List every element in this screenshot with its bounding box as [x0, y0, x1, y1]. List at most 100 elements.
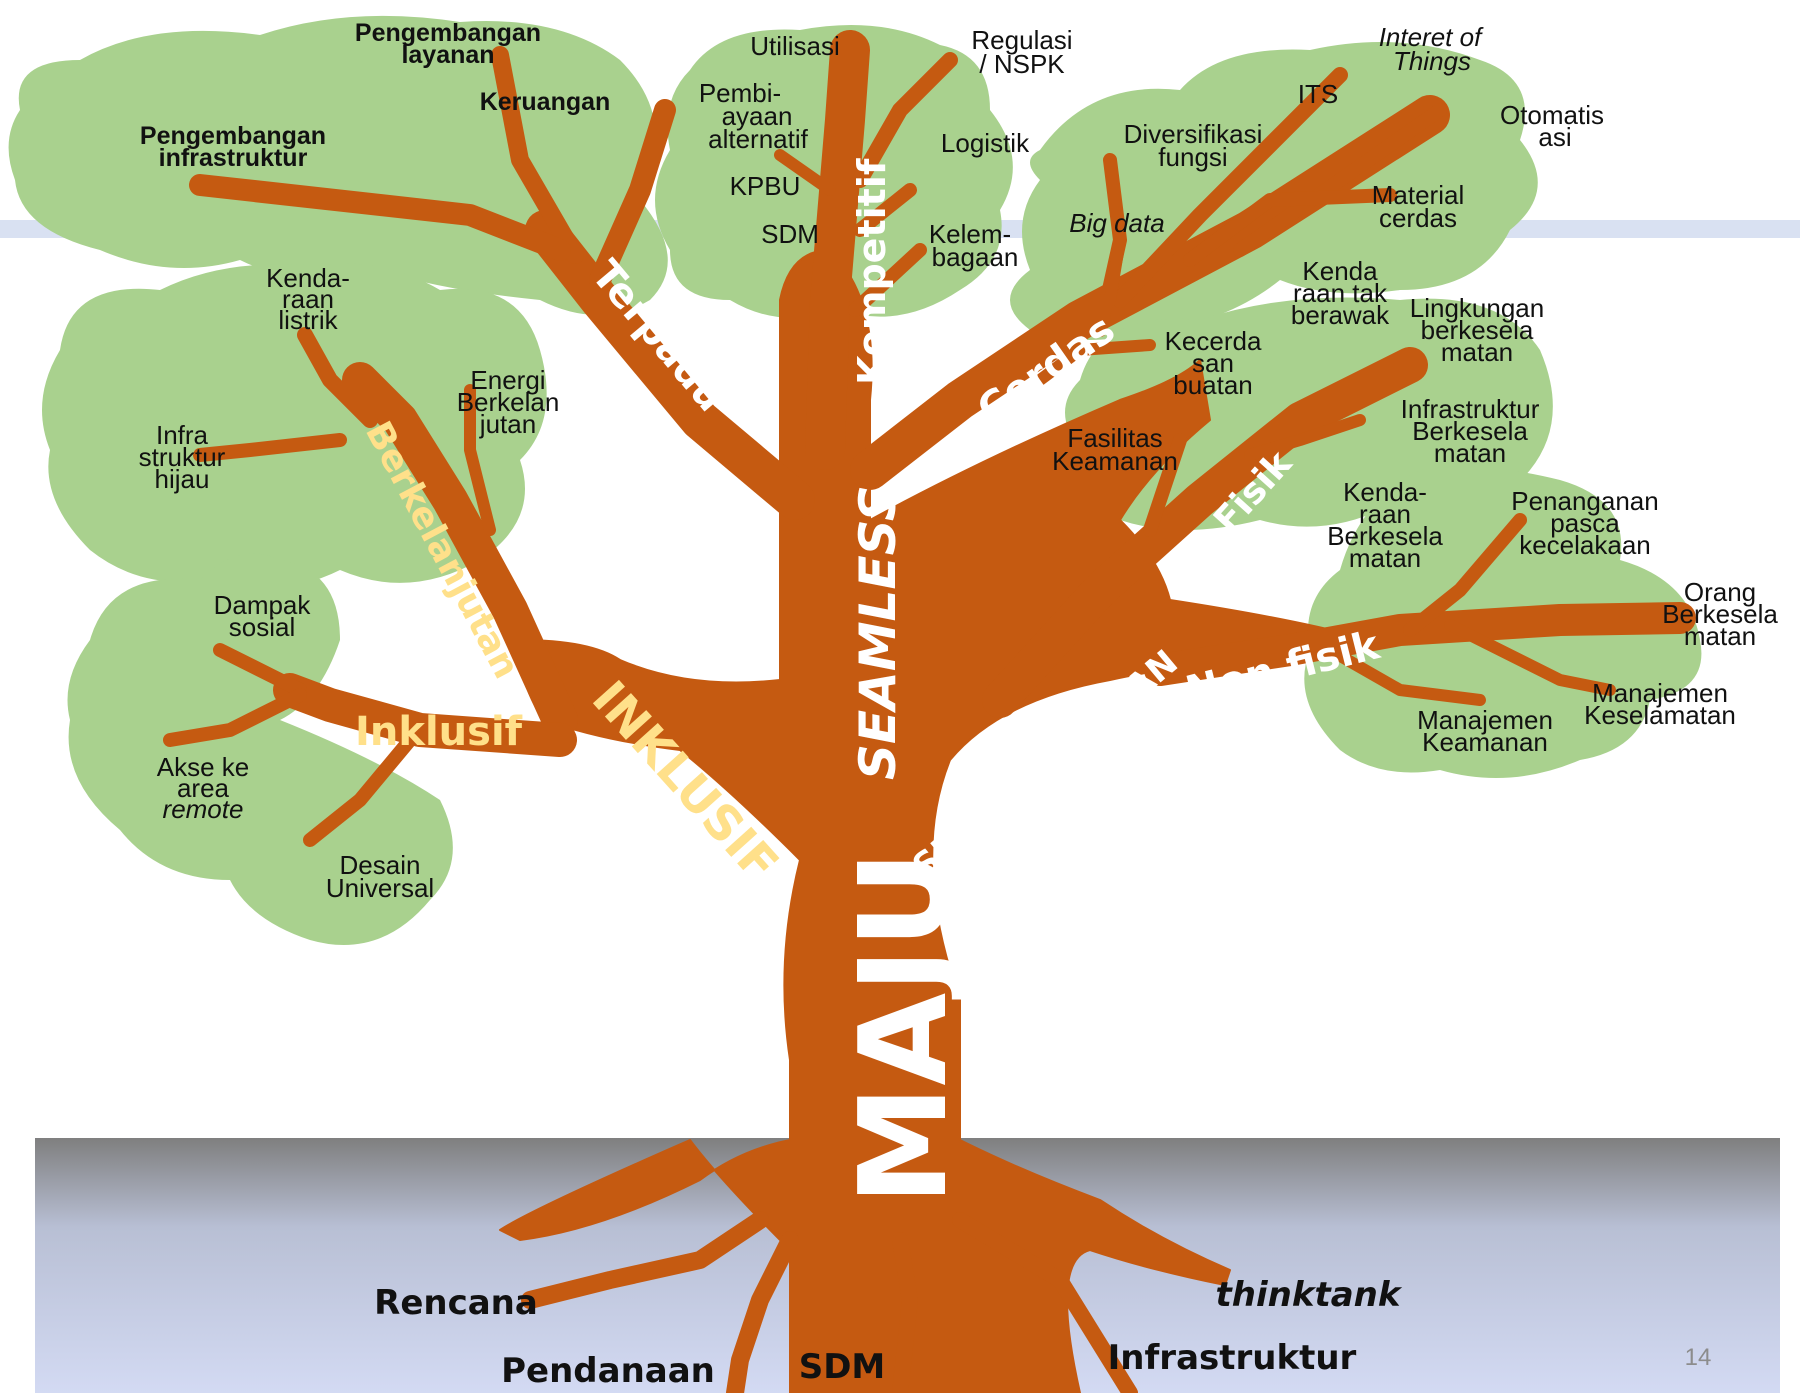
- main-branch-seamless: SEAMLESS: [849, 485, 907, 780]
- branch-kompetitif-twig3: [848, 243, 927, 317]
- sub-branch-inklusif: Inklusif: [355, 709, 523, 755]
- svg-text:cerdas: cerdas: [1379, 203, 1457, 233]
- svg-text:infrastruktur: infrastruktur: [159, 144, 308, 172]
- svg-text:Regulasi: Regulasi: [971, 25, 1072, 55]
- svg-text:berkesela: berkesela: [1421, 315, 1534, 345]
- branch-nonfisik-twig2: [1444, 619, 1616, 696]
- svg-text:Berkelan: Berkelan: [457, 387, 560, 417]
- leaf-kendaraan-listrik: Kenda- raan listrik: [266, 263, 350, 335]
- svg-text:pasca: pasca: [1550, 508, 1620, 538]
- leaf-logistik: Logistik: [941, 128, 1030, 158]
- svg-text:bagaan: bagaan: [932, 242, 1019, 272]
- branch-nonfisik-twig1: [1403, 513, 1527, 637]
- leaf-regulasi: Regulasi / NSPK: [971, 25, 1072, 79]
- root-pendanaan: Pendanaan: [501, 1351, 715, 1391]
- svg-text:Manajemen: Manajemen: [1592, 678, 1728, 708]
- branch-berkelanjutan-twig1: [297, 327, 378, 428]
- leaf-kendaraan-tak-berawak: Kenda raan tak berawak: [1291, 256, 1390, 330]
- leaf-big-data: Big data: [1069, 208, 1164, 238]
- root-right: [952, 1212, 1138, 1393]
- leaf-sdm-top: SDM: [761, 219, 819, 249]
- svg-text:matan: matan: [1441, 337, 1513, 367]
- foliage-left-mid: [42, 262, 547, 588]
- branch-berkelanjutan-twig2: [193, 433, 347, 462]
- leaf-diversifikasi: Diversifikasi fungsi: [1124, 119, 1263, 172]
- leaf-its: ITS: [1298, 79, 1338, 109]
- leaf-otomatisasi: Otomatis asi: [1500, 100, 1604, 152]
- svg-text:ayaan: ayaan: [722, 101, 793, 131]
- branch-nonfisik-twig3: [1324, 644, 1486, 706]
- svg-text:Otomatis: Otomatis: [1500, 100, 1604, 130]
- leaf-energi: Energi Berkelan jutan: [457, 365, 560, 439]
- svg-text:Kecerda: Kecerda: [1165, 326, 1262, 356]
- leaf-lingkungan: Lingkungan berkesela matan: [1410, 293, 1544, 367]
- leaf-kendaraan-berkeselamatan: Kenda- raan Berkesela matan: [1327, 477, 1443, 573]
- leaf-utilisasi: Utilisasi: [750, 31, 840, 61]
- root-infrastruktur: Infrastruktur: [1108, 1338, 1357, 1378]
- svg-text:Manajemen: Manajemen: [1417, 705, 1553, 735]
- svg-text:jutan: jutan: [479, 409, 536, 439]
- svg-text:asi: asi: [1538, 122, 1571, 152]
- svg-text:matan: matan: [1684, 621, 1756, 651]
- svg-text:Interet of: Interet of: [1379, 22, 1484, 52]
- svg-text:layanan: layanan: [401, 41, 494, 69]
- branch-cerdas-twig2: [1233, 103, 1447, 257]
- svg-text:Infra: Infra: [156, 420, 209, 450]
- svg-text:Diversifikasi: Diversifikasi: [1124, 119, 1263, 149]
- leaf-manajemen-keselamatan: Manajemen Keselamatan: [1584, 678, 1736, 730]
- svg-text:Things: Things: [1393, 46, 1471, 76]
- branch-kompetitif-twig2: [853, 183, 917, 237]
- branch-inklusif-twig3: [303, 733, 417, 847]
- leaf-iot: Interet of Things: [1379, 22, 1484, 76]
- branch-cerdas-twig6: [1054, 234, 1126, 356]
- branch-inklusif-twig2: [163, 688, 307, 747]
- svg-text:Berkesela: Berkesela: [1412, 416, 1528, 446]
- svg-text:struktur: struktur: [139, 442, 226, 472]
- svg-text:remote: remote: [163, 794, 244, 824]
- leaf-penanganan: Penanganan pasca kecelakaan: [1511, 486, 1658, 560]
- svg-text:Berkesela: Berkesela: [1327, 521, 1443, 551]
- svg-text:Infrastruktur: Infrastruktur: [1401, 394, 1540, 424]
- svg-text:Universal: Universal: [326, 873, 434, 903]
- svg-text:alternatif: alternatif: [708, 124, 808, 154]
- root-thinktank: thinktank: [1216, 1275, 1403, 1315]
- svg-text:sosial: sosial: [229, 612, 295, 642]
- sub-branch-kompetitif: Kompetitif: [850, 158, 894, 385]
- svg-text:Dampak: Dampak: [214, 590, 312, 620]
- svg-text:Keselamatan: Keselamatan: [1584, 700, 1736, 730]
- branch-inklusif: [273, 673, 577, 757]
- branch-berkelanjutan: [342, 362, 578, 738]
- root-sdm: SDM: [799, 1347, 886, 1387]
- branch-infrastruktur: [189, 174, 571, 261]
- svg-text:Desain: Desain: [340, 850, 421, 880]
- branch-fisik: [982, 347, 1428, 718]
- branch-fisik-twig1: [1143, 433, 1187, 537]
- branch-cerdas-twig5: [1034, 339, 1156, 386]
- svg-text:area: area: [177, 773, 230, 803]
- svg-text:Keamanan: Keamanan: [1422, 727, 1548, 757]
- leaf-pembiayaan: Pembi- ayaan alternatif: [699, 78, 809, 154]
- svg-text:matan: matan: [1434, 438, 1506, 468]
- branch-terpadu: [525, 210, 815, 520]
- leaf-dampak-sosial: Dampak sosial: [214, 590, 312, 642]
- svg-text:Pengembangan: Pengembangan: [140, 122, 326, 150]
- trunk-label: MAJU: [835, 851, 974, 1205]
- svg-text:buatan: buatan: [1173, 370, 1253, 400]
- root-mid-left: [726, 1231, 799, 1393]
- branch-inklusif-twig1: [213, 643, 307, 697]
- branch-berkelanjutan-twig3: [464, 384, 496, 536]
- leaf-keruangan: Keruangan: [480, 88, 611, 116]
- svg-text:Fasilitas: Fasilitas: [1067, 423, 1162, 453]
- svg-text:raan: raan: [282, 284, 334, 314]
- branch-kompetitif: [805, 30, 870, 470]
- branch-cerdas-twig3: [1183, 188, 1397, 267]
- leaf-pengembangan-layanan: Pengembangan layanan: [355, 19, 541, 69]
- branch-terpadu-twig2: [589, 99, 676, 291]
- svg-text:kecelakaan: kecelakaan: [1519, 530, 1651, 560]
- leaf-pengembangan-infrastruktur: Pengembangan infrastruktur: [140, 122, 326, 172]
- tree-trunk: [163, 30, 1696, 1393]
- root-left: [521, 1211, 769, 1309]
- svg-text:san: san: [1192, 348, 1234, 378]
